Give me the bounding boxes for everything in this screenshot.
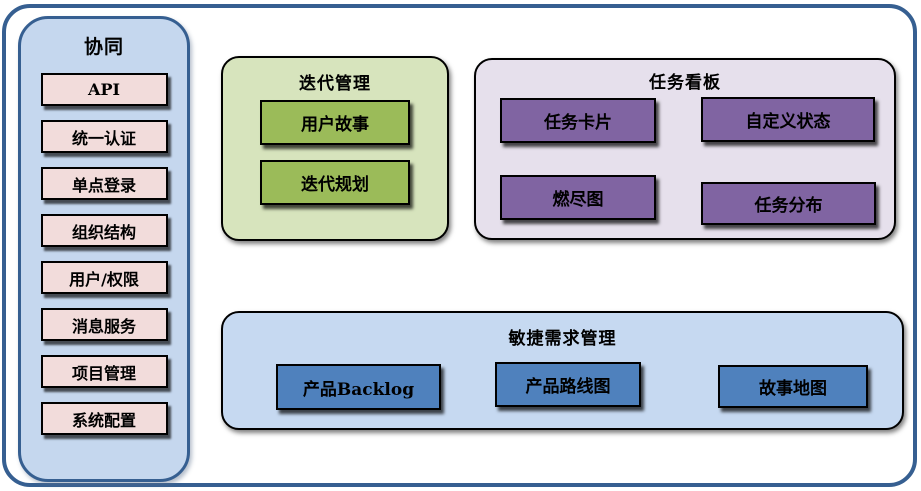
sidebar-item-system-config: 系统配置: [40, 402, 168, 435]
sidebar-item-unified-auth: 统一认证: [40, 120, 168, 153]
sidebar-item-user-permissions: 用户/权限: [40, 261, 168, 294]
task-board-title: 任务看板: [649, 73, 721, 93]
agile-requirements-title: 敏捷需求管理: [508, 329, 617, 349]
collaboration-panel: 协同 API 统一认证 单点登录 组织结构 用户/权限 消息服务 项目管理 系统…: [18, 16, 190, 482]
iteration-management-title: 迭代管理: [299, 74, 371, 94]
item-task-distribution: 任务分布: [701, 182, 876, 225]
iteration-management-panel: 迭代管理 用户故事 迭代规划: [221, 56, 449, 241]
item-product-roadmap: 产品路线图: [495, 362, 641, 407]
item-iteration-planning: 迭代规划: [260, 160, 410, 205]
sidebar-item-message-service: 消息服务: [40, 308, 168, 341]
item-burndown-chart: 燃尽图: [500, 175, 656, 220]
item-story-map: 故事地图: [718, 365, 868, 408]
collaboration-item-list: API 统一认证 单点登录 组织结构 用户/权限 消息服务 项目管理 系统配置: [40, 73, 168, 435]
item-product-backlog: 产品Backlog: [276, 364, 441, 410]
item-user-story: 用户故事: [260, 100, 410, 145]
item-custom-status: 自定义状态: [701, 97, 875, 142]
sidebar-item-api: API: [40, 73, 168, 106]
task-board-panel: 任务看板 任务卡片 自定义状态 燃尽图 任务分布: [474, 58, 896, 240]
collaboration-panel-title: 协同: [83, 36, 124, 58]
agile-requirements-panel: 敏捷需求管理 产品Backlog 产品路线图 故事地图: [221, 311, 904, 430]
item-task-card: 任务卡片: [500, 98, 656, 143]
sidebar-item-sso: 单点登录: [40, 167, 168, 200]
sidebar-item-org-structure: 组织结构: [40, 214, 168, 247]
sidebar-item-project-management: 项目管理: [40, 355, 168, 388]
outer-frame: 协同 API 统一认证 单点登录 组织结构 用户/权限 消息服务 项目管理 系统…: [2, 4, 917, 487]
